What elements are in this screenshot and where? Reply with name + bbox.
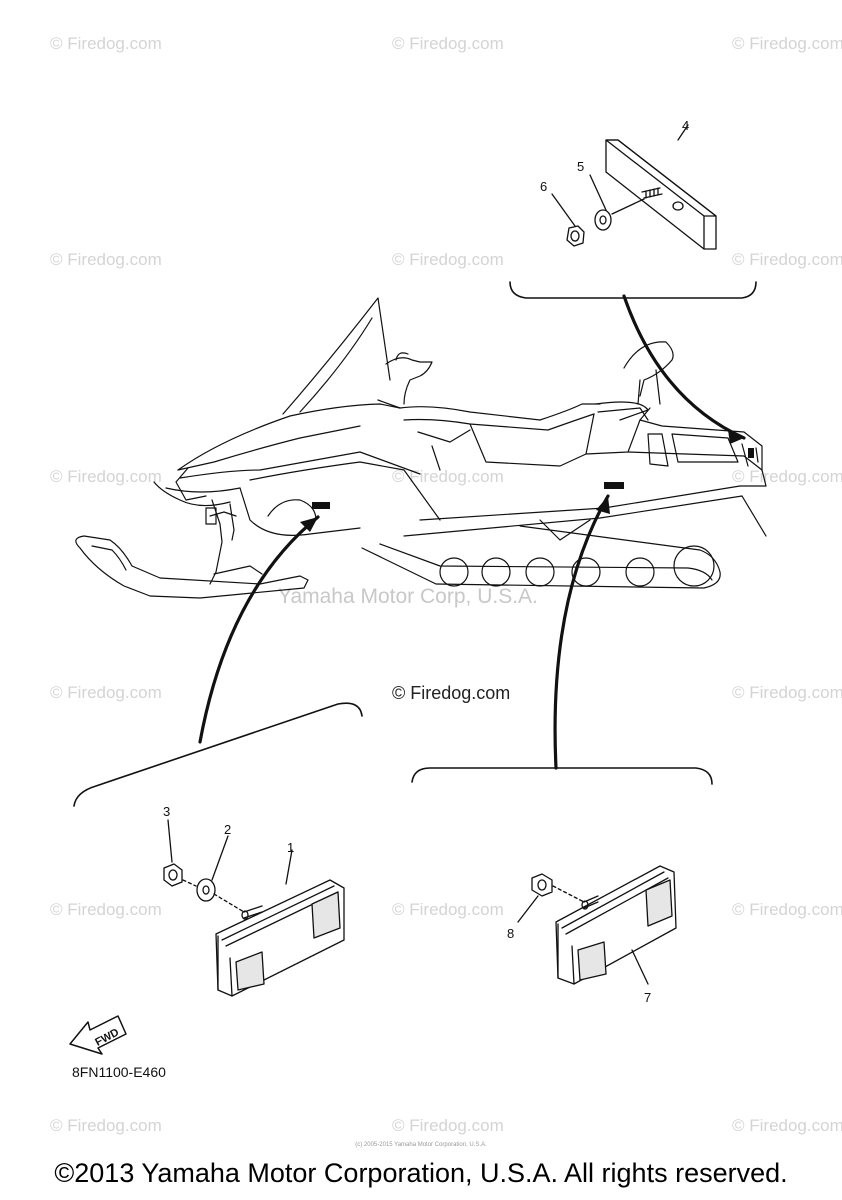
assembly-line [213,893,245,913]
watermark: © Firedog.com [392,1116,504,1135]
rear-reflector-plate [605,139,717,250]
pointer-arrows [198,294,746,770]
watermark: © Firedog.com [50,467,162,486]
leader-line [211,835,229,881]
assembly-line [182,879,197,887]
side-reflector-right [555,865,677,985]
washer-part [196,878,216,902]
watermark: © Firedog.com [392,250,504,269]
leader-line [589,174,607,211]
callout-bracket [411,767,713,785]
callout-bracket [73,702,363,807]
leader-line [551,193,576,227]
watermark: © Firedog.com [392,900,504,919]
callout-number: 8 [507,926,514,941]
watermark: © Firedog.com [50,1116,162,1135]
fwd-arrow-icon [69,1015,127,1055]
nut-part [566,225,585,247]
leader-line [285,849,293,885]
nut-part [163,863,183,887]
watermark: © Firedog.com [732,34,842,53]
callout-number: 2 [224,822,231,837]
watermark: © Firedog.com [732,250,842,269]
leader-line [677,124,689,141]
snowmobile-outline [75,297,767,599]
label-mark [604,482,624,489]
arrow-head [596,496,610,514]
washer-part [594,209,612,231]
fwd-label: FWD [93,1026,121,1048]
watermark: © Firedog.com [50,683,162,702]
callout-bracket [509,281,757,299]
tiny-notice: (c) 2005-2015 Yamaha Motor Corporation, … [355,1142,487,1148]
assembly-line [552,885,585,903]
leader-line [517,895,539,923]
watermark: © Firedog.com [392,467,504,486]
leader-line [631,949,649,985]
watermark: © Firedog.com [732,467,842,486]
watermark: © Firedog.com [732,1116,842,1135]
center-watermark: © Firedog.com [392,683,511,703]
arrow-head [300,517,318,532]
watermark: © Firedog.com [50,34,162,53]
leader-line [167,819,173,863]
watermark: © Firedog.com [50,250,162,269]
diagram-code: 8FN1100-E460 [72,1064,166,1080]
watermark: © Firedog.com [50,900,162,919]
callout-number: 7 [644,990,651,1005]
callout-number: 1 [287,840,294,855]
callout-number: 4 [682,118,689,133]
watermark: © Firedog.com [732,900,842,919]
callout-number: 5 [577,159,584,174]
corp-watermark: Yamaha Motor Corp, U.S.A. [278,585,538,608]
arrow-head [728,430,744,444]
callout-number: 3 [163,804,170,819]
callout-number: 6 [540,179,547,194]
watermark: © Firedog.com [732,683,842,702]
side-reflector-left [215,879,345,997]
label-mark [748,448,754,458]
label-mark [312,502,330,509]
copyright-notice: ©2013 Yamaha Motor Corporation, U.S.A. A… [54,1158,788,1188]
bolt-part [611,187,663,215]
nut-part [531,873,553,897]
watermark: © Firedog.com [392,34,504,53]
